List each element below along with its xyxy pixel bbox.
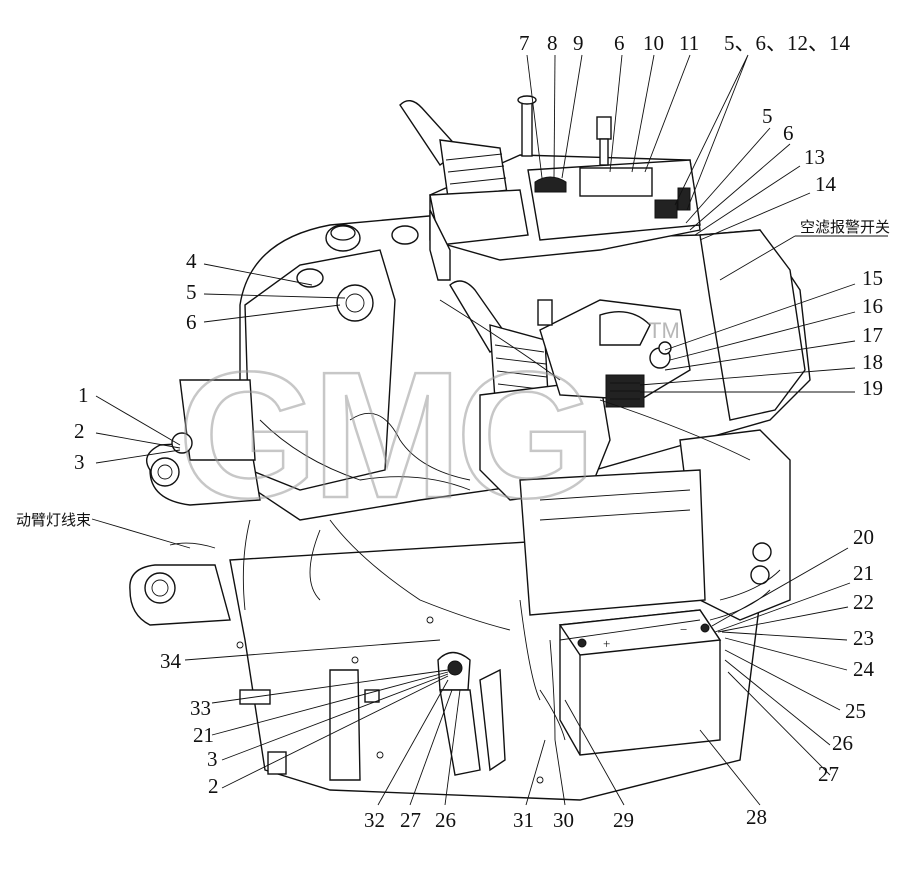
callout-23: 23 <box>853 626 874 650</box>
callout-20: 20 <box>853 525 874 549</box>
leader-lines <box>91 54 888 806</box>
watermark-text: GMG <box>178 335 590 536</box>
callout-2: 2 <box>74 419 85 443</box>
callout-3: 3 <box>207 747 218 771</box>
callout-10: 10 <box>643 31 664 55</box>
callouts-top: 7 8 9 6 10 11 5、6、12、14 <box>519 31 850 55</box>
svg-text:+: + <box>603 636 610 651</box>
svg-text:−: − <box>680 622 687 637</box>
callout-30: 30 <box>553 808 574 832</box>
callout-18: 18 <box>862 350 883 374</box>
callout-5-6-12-14: 5、6、12、14 <box>724 31 850 55</box>
callout-21: 21 <box>853 561 874 585</box>
machine-drawing: + − <box>129 95 811 801</box>
callout-5: 5 <box>762 104 773 128</box>
callout-19: 19 <box>862 376 883 400</box>
callout-13: 13 <box>804 145 825 169</box>
callout-1: 1 <box>78 383 89 407</box>
callout-32: 32 <box>364 808 385 832</box>
callout-25: 25 <box>845 699 866 723</box>
callout-16: 16 <box>862 294 883 318</box>
boom-light-harness-label: 动臂灯线束 <box>16 511 91 529</box>
callout-29: 29 <box>613 808 634 832</box>
callout-4: 4 <box>186 249 197 273</box>
callout-7: 7 <box>519 31 530 55</box>
annotations: 空滤报警开关 动臂灯线束 <box>16 218 890 529</box>
callout-27: 27 <box>400 808 421 832</box>
callouts-bottom: 32 27 26 31 30 29 28 <box>364 805 767 832</box>
callout-24: 24 <box>853 657 875 681</box>
callouts-left: 4 5 6 1 2 3 34 33 21 3 2 <box>74 249 219 798</box>
air-filter-alarm-switch-label: 空滤报警开关 <box>800 218 890 236</box>
callout-34: 34 <box>160 649 182 673</box>
watermark-mark: TM <box>648 318 680 343</box>
callout-22: 22 <box>853 590 874 614</box>
callout-14: 14 <box>815 172 837 196</box>
callout-8: 8 <box>547 31 558 55</box>
callout-31: 31 <box>513 808 534 832</box>
callouts-right: 5 6 13 14 15 16 17 18 19 20 21 22 23 24 … <box>762 104 883 786</box>
callout-27: 27 <box>818 762 839 786</box>
callout-26: 26 <box>435 808 456 832</box>
callout-6: 6 <box>783 121 794 145</box>
callout-28: 28 <box>746 805 767 829</box>
callout-9: 9 <box>573 31 584 55</box>
callout-26: 26 <box>832 731 853 755</box>
callout-6: 6 <box>614 31 625 55</box>
watermark: GMG TM <box>177 318 680 537</box>
callout-11: 11 <box>679 31 699 55</box>
callout-6: 6 <box>186 310 197 334</box>
callout-21: 21 <box>193 723 214 747</box>
callout-15: 15 <box>862 266 883 290</box>
callout-3: 3 <box>74 450 85 474</box>
callout-2: 2 <box>208 774 219 798</box>
callout-17: 17 <box>862 323 883 347</box>
callout-33: 33 <box>190 696 211 720</box>
callout-5: 5 <box>186 280 197 304</box>
